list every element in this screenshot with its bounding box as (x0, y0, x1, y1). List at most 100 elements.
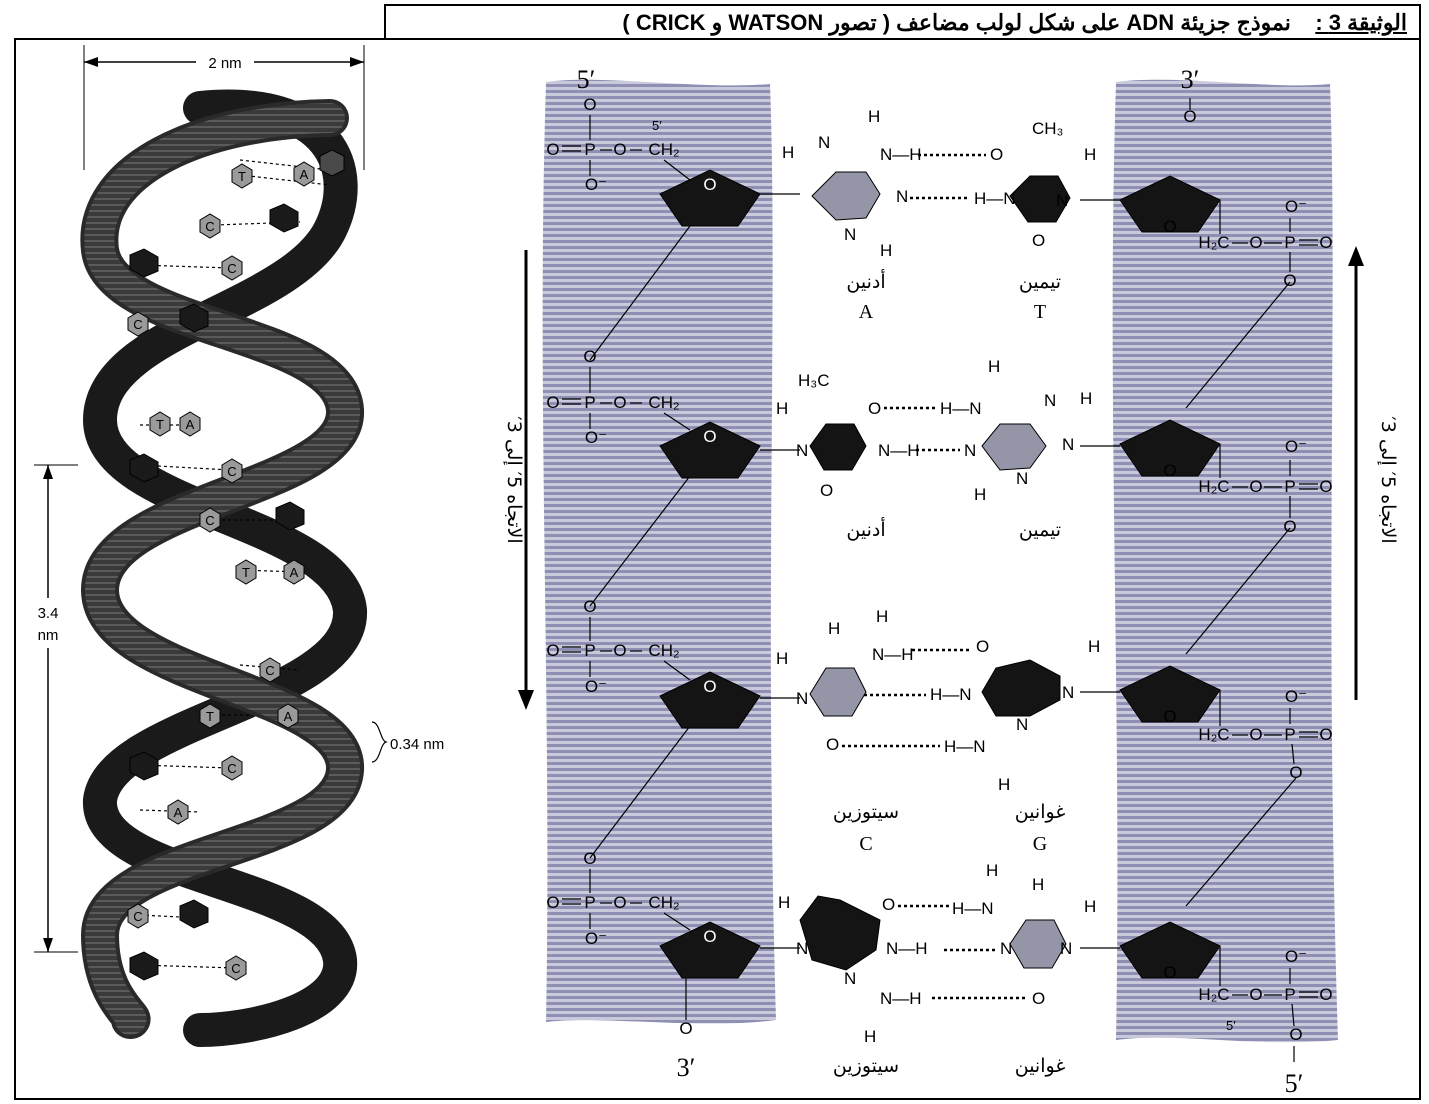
svg-text:O: O (583, 347, 596, 366)
svg-text:O: O (1249, 725, 1262, 744)
svg-text:T: T (206, 709, 214, 724)
base-hexagon: C (221, 755, 243, 781)
svg-text:H: H (1088, 637, 1100, 656)
arrow-down-icon (43, 938, 53, 952)
title-bar: الوثيقة 3 : نموذج جزيئة ADN على شكل لولب… (384, 4, 1421, 38)
svg-text:H—N: H—N (930, 685, 972, 704)
svg-text:O: O (820, 481, 833, 500)
svg-text:H: H (1032, 875, 1044, 894)
svg-text:A: A (186, 417, 195, 432)
pitch-label-unit: nm (38, 627, 59, 644)
base-pairs: H N H N—H N N H O CH₃ H H—N N O أدنين A … (776, 107, 1100, 1077)
svg-text:O: O (679, 1019, 692, 1038)
svg-text:N: N (1062, 683, 1074, 702)
svg-text:O: O (583, 95, 596, 114)
svg-text:O: O (826, 735, 839, 754)
helix-back-strand (82, 89, 367, 1047)
svg-text:O: O (1032, 989, 1045, 1008)
base-hexagon: T (231, 163, 253, 189)
svg-text:P: P (1284, 477, 1295, 496)
base-hexagon: A (167, 799, 189, 825)
right-nucleotides: O O H₂C O P O O⁻ O O H₂C O P O (1080, 98, 1333, 1062)
svg-text:H: H (880, 241, 892, 260)
svg-text:H: H (974, 485, 986, 504)
svg-text:O: O (976, 637, 989, 656)
svg-text:N: N (964, 441, 976, 460)
deoxyribose-ring (659, 169, 761, 227)
svg-text:O: O (613, 641, 626, 660)
right-nucleotide-1: O O H₂C O P O O⁻ O (1080, 98, 1333, 290)
base-hexagon: A (277, 703, 299, 729)
base-dark-hexagon (179, 899, 209, 929)
svg-text:C: C (265, 663, 274, 678)
adenine-ring (811, 171, 881, 221)
svg-text:N—H: N—H (880, 989, 922, 1008)
svg-text:N: N (844, 969, 856, 988)
svg-text:T: T (242, 565, 250, 580)
svg-text:N—H: N—H (886, 939, 928, 958)
right-strand-5-prime: 5′ (1285, 1069, 1304, 1098)
svg-text:O: O (583, 597, 596, 616)
base-dark-hexagon (275, 501, 305, 531)
width-label-bg (196, 52, 254, 72)
svg-text:N: N (1060, 939, 1072, 958)
base-hexagon: A (293, 161, 315, 187)
svg-text:H: H (782, 143, 794, 162)
svg-text:O: O (1183, 107, 1196, 126)
svg-text:H: H (1084, 897, 1096, 916)
thymine-label: تيمين (1019, 519, 1061, 541)
svg-text:O: O (1249, 233, 1262, 252)
svg-text:O: O (1163, 461, 1176, 480)
svg-text:H: H (1084, 145, 1096, 164)
base-hexagon: A (179, 411, 201, 437)
svg-text:CH₂: CH₂ (648, 893, 679, 912)
svg-text:A: A (290, 565, 299, 580)
base-dark-hexagon (319, 149, 345, 177)
svg-text:O⁻: O⁻ (1285, 687, 1307, 706)
base-hexagon: C (221, 458, 243, 484)
svg-text:N: N (1016, 469, 1028, 488)
svg-text:O: O (703, 175, 716, 194)
base-hexagon: A (283, 559, 305, 585)
svg-text:5′: 5′ (1226, 1018, 1236, 1033)
arrow-down-icon (518, 690, 534, 710)
left-nucleotide-2: O P O O⁻ O CH₂ O (546, 347, 800, 479)
svg-text:H: H (986, 861, 998, 880)
svg-text:H—N: H—N (952, 899, 994, 918)
left-nucleotide-3: O P O O⁻ O CH₂ O (546, 597, 800, 729)
cytosine-ring (1009, 919, 1067, 969)
rise-label: 0.34 nm (390, 736, 444, 753)
svg-text:H: H (776, 649, 788, 668)
svg-text:CH₃: CH₃ (1032, 119, 1063, 138)
svg-text:H—N: H—N (940, 399, 982, 418)
chemical-structure: 5′ 3′ 3′ 5′ الاتجاه 5′ إلى 3′ الاتجاه 5′… (502, 65, 1399, 1098)
svg-text:O: O (1319, 985, 1332, 1004)
svg-text:A: A (284, 709, 293, 724)
deoxyribose-ring (1119, 419, 1221, 477)
left-strand-3-prime: 3′ (677, 1053, 696, 1082)
svg-text:H: H (864, 1027, 876, 1046)
base-hexagon: C (127, 903, 149, 929)
svg-text:CH₂: CH₂ (648, 393, 679, 412)
svg-text:H: H (998, 775, 1010, 794)
base-hexagon: T (199, 703, 221, 729)
svg-text:A: A (174, 805, 183, 820)
thymine-ring (809, 423, 867, 471)
deoxyribose-ring (1119, 665, 1221, 723)
base-hexagon: T (235, 559, 257, 585)
svg-text:5′: 5′ (652, 118, 662, 133)
svg-text:O: O (882, 895, 895, 914)
figure-frame (14, 38, 1421, 1100)
svg-text:C: C (227, 761, 236, 776)
svg-text:O⁻: O⁻ (585, 677, 607, 696)
cytosine-letter: C (859, 833, 872, 855)
right-nucleotide-3: O H₂C O P O O⁻ O (1080, 665, 1333, 782)
document-caption: نموذج جزيئة ADN على شكل لولب مضاعف ( تصو… (622, 10, 1291, 35)
svg-text:H—N: H—N (944, 737, 986, 756)
pitch-label-bg (30, 598, 68, 648)
adenine-letter: A (859, 301, 874, 323)
svg-text:C: C (133, 317, 142, 332)
deoxyribose-ring (1119, 921, 1221, 979)
svg-text:O: O (703, 677, 716, 696)
svg-text:O: O (1283, 517, 1296, 536)
